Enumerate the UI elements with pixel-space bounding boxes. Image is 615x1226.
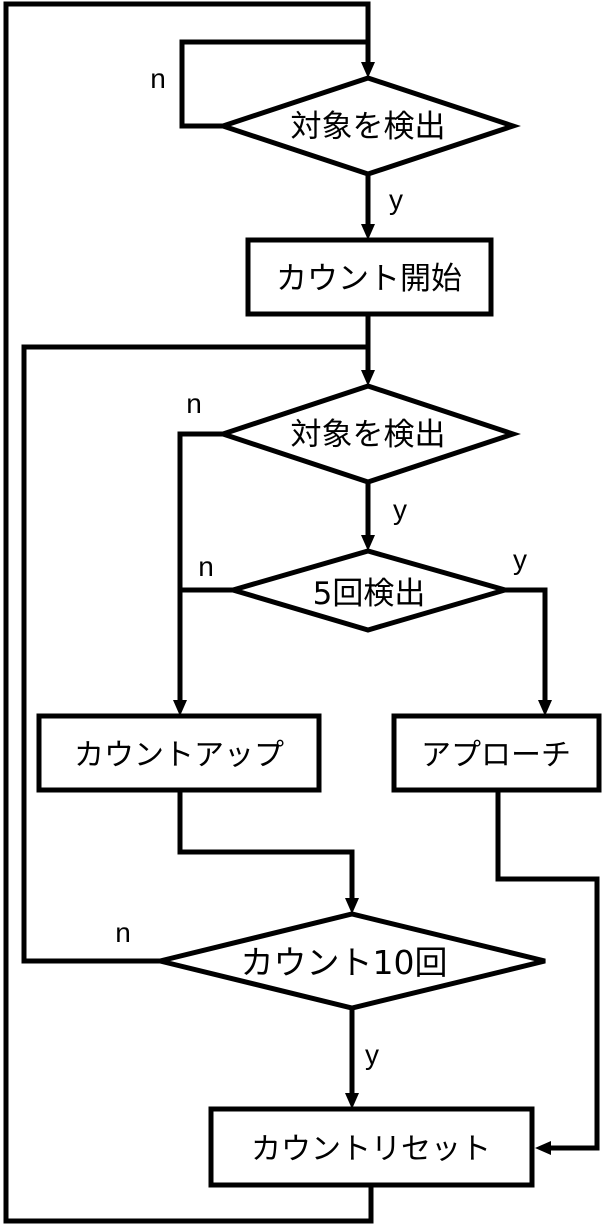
edge-label-detect-2-no: n [186,388,202,419]
edge-detect-1-no [179,39,371,129]
decision-detect-five: 5回検出 [224,548,515,633]
arrowhead [538,700,552,716]
decision-detect-2: 対象を検出 [215,383,521,485]
edge-label-detect-1-yes: y [389,184,403,215]
edge-count-up-down [177,789,355,903]
arrowhead [535,1141,551,1155]
decision-detect-2-label: 対象を検出 [291,417,446,453]
edge-label-detect-five-yes: y [513,544,527,575]
edge-count-ten-no [21,344,371,964]
decision-count-ten: カウント10回 [159,911,546,1011]
process-count-start-label: カウント開始 [276,261,462,297]
arrowhead [361,370,375,386]
decision-count-ten-label: カウント10回 [241,943,448,982]
arrowhead [345,1093,359,1109]
edge-label-detect-2-yes: y [393,494,407,525]
edge-label-detect-five-no: n [198,551,214,582]
edge-reset-loop [3,1,374,1224]
edge-label-detect-1-no: n [150,63,166,94]
arrowhead [173,700,187,716]
edge-detect-five-yes [502,587,548,703]
decision-detect-1: 対象を検出 [215,75,521,177]
process-approach-label: アプローチ [421,738,571,773]
edge-detect-2-no [177,431,226,703]
process-count-start: カウント開始 [245,237,494,317]
arrowhead [361,62,375,78]
edge-approach-down [495,789,600,1151]
process-count-reset-label: カウントリセット [251,1132,491,1167]
decision-detect-1-label: 対象を検出 [291,109,446,145]
edge-label-count-ten-no: n [115,917,131,948]
process-count-reset: カウントリセット [208,1106,535,1188]
arrowhead [361,535,375,551]
edge-label-count-ten-yes: y [365,1039,379,1070]
process-count-up: カウントアップ [36,713,322,793]
arrowhead [345,898,359,914]
decision-detect-five-label: 5回検出 [313,576,426,612]
arrowhead [361,224,375,240]
process-approach: アプローチ [391,713,602,793]
process-count-up-label: カウントアップ [74,738,284,773]
